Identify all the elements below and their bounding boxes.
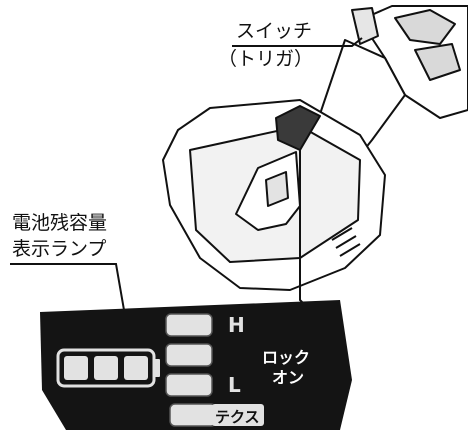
lock-on-label-line1: ロック xyxy=(262,348,311,367)
mode-high-label: H xyxy=(228,313,245,337)
tex-label-box xyxy=(212,404,264,426)
battery-cell-3 xyxy=(124,356,148,380)
battery-lamp-window xyxy=(275,105,321,151)
battery-cell-1 xyxy=(64,356,88,380)
mode-low-label: L xyxy=(228,373,241,397)
mode-lamp-mid xyxy=(165,343,213,367)
battery-cell-2 xyxy=(94,356,118,380)
mode-lamp-high xyxy=(165,313,213,337)
battery-lamp-label-line1: 電池残容量 xyxy=(12,212,108,234)
battery-lamp-label-line2: 表示ランプ xyxy=(12,238,107,260)
switch-leader-line xyxy=(232,37,363,47)
switch-label-line1: スイッチ xyxy=(236,20,313,42)
mode-lamp-low xyxy=(165,373,213,397)
switch-label-line2: （トリガ） xyxy=(218,48,314,70)
mode-lamp-tex xyxy=(169,403,217,427)
tex-label: テクス xyxy=(215,408,260,426)
trigger-switch xyxy=(351,7,379,45)
battery-indicator xyxy=(56,348,160,388)
lock-on-label-line2: オン xyxy=(272,368,305,387)
